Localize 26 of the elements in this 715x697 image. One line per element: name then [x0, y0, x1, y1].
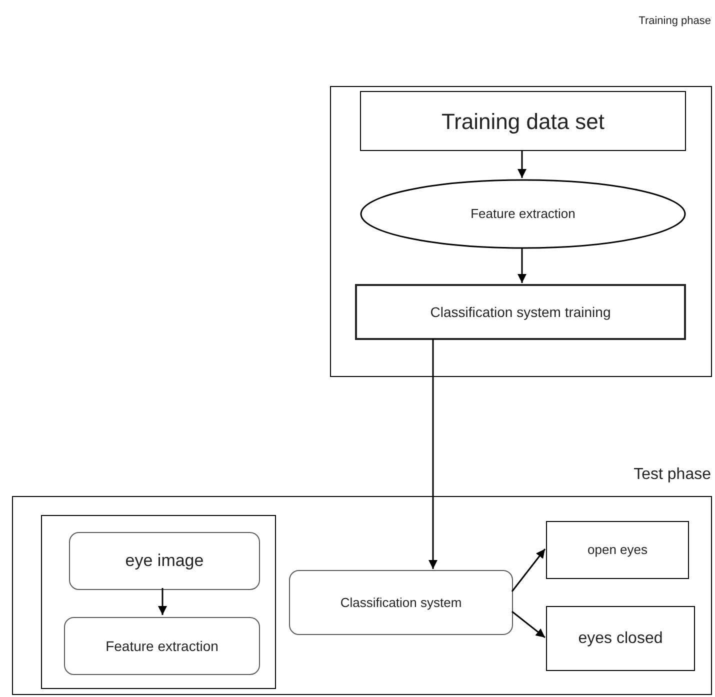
phase-panel	[330, 86, 712, 377]
arrow	[512, 610, 546, 638]
node-label: Classification system	[340, 594, 462, 612]
node-label: eye image	[125, 550, 204, 572]
node-label: Training data set	[441, 108, 605, 136]
arrow	[518, 150, 526, 178]
node-label: open eyes	[588, 541, 648, 560]
arrow	[158, 588, 167, 615]
arrow	[511, 548, 546, 592]
node-label: Feature extraction	[106, 636, 218, 656]
arrow	[428, 339, 438, 569]
node-label: Feature extraction	[470, 205, 576, 224]
phase-panel	[41, 515, 276, 689]
process-box	[355, 284, 686, 340]
rounded-box	[289, 570, 513, 635]
rounded-box	[64, 617, 260, 675]
process-box	[546, 521, 689, 579]
rounded-box	[69, 532, 260, 590]
process-ellipse	[360, 179, 686, 249]
arrow	[518, 248, 526, 283]
process-box	[360, 91, 686, 151]
phase-label: Training phase	[638, 14, 711, 29]
process-box	[546, 606, 695, 671]
node-label: Classification system training	[430, 302, 611, 322]
panel-heading: Test phase	[634, 465, 711, 485]
node-label: eyes closed	[578, 628, 663, 648]
